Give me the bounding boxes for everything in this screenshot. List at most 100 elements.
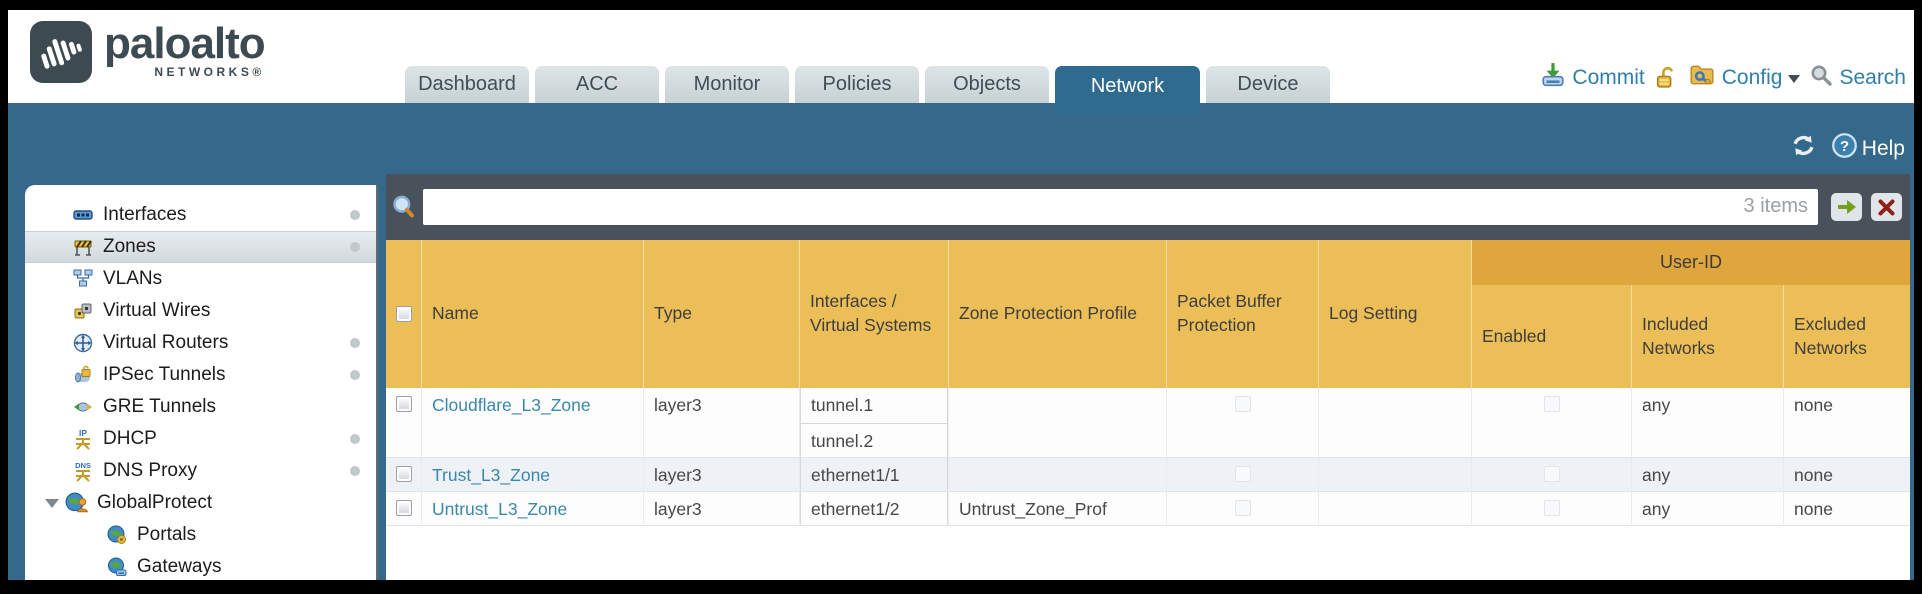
tab-monitor[interactable]: Monitor [665,66,789,103]
brand-subname: NETWORKS® [154,65,265,79]
column-header-interfaces[interactable]: Interfaces / Virtual Systems [800,240,949,388]
sidebar-item-label: IPSec Tunnels [103,364,226,385]
filter-input[interactable] [423,189,1818,225]
column-header-name[interactable]: Name [422,240,644,388]
sidebar-item-dhcp[interactable]: IP DHCP [25,423,376,455]
tab-acc[interactable]: ACC [535,66,659,103]
packet-buffer-protection-cell [1167,388,1319,457]
zone-interfaces-cell: ethernet1/2 [800,492,949,525]
zone-name-link[interactable]: Untrust_L3_Zone [432,499,568,519]
column-header-type[interactable]: Type [644,240,800,388]
sidebar-item-gateways[interactable]: Gateways [25,551,376,580]
packet-buffer-protection-cell [1167,458,1319,491]
sidebar-item-globalprotect[interactable]: GlobalProtect [25,487,376,519]
sidebar-item-label: DNS Proxy [103,460,197,481]
user-id-enabled-checkbox[interactable] [1543,396,1560,412]
sidebar-item-label: GRE Tunnels [103,396,216,417]
sidebar-item-label: Virtual Routers [103,332,229,353]
column-header-packet-buffer-protection[interactable]: Packet Buffer Protection [1167,240,1319,388]
status-dot [350,370,360,380]
expander-triangle-icon[interactable] [45,499,59,515]
gre-tunnels-icon [71,396,95,418]
dhcp-icon: IP [71,428,95,450]
config-menu[interactable]: Config [1688,62,1801,94]
sidebar-item-interfaces[interactable]: Interfaces [25,199,376,231]
included-networks-cell: any [1632,492,1784,525]
utility-links: Commit Config Search [1540,60,1906,96]
packet-buffer-checkbox[interactable] [1234,466,1251,482]
svg-text:DNS: DNS [75,461,91,470]
packet-buffer-checkbox[interactable] [1234,396,1251,412]
help-button[interactable]: ? Help [1831,132,1905,165]
search-button[interactable]: Search [1809,63,1906,93]
gateways-icon [105,556,129,578]
sidebar-item-label: Virtual Wires [103,300,211,321]
apply-filter-button[interactable] [1831,193,1862,221]
zone-type-cell: layer3 [644,458,800,491]
interface-entry: ethernet1/2 [800,492,948,525]
column-header-included-networks[interactable]: Included Networks [1632,285,1784,388]
row-select-checkbox[interactable] [395,396,412,412]
sidebar-item-portals[interactable]: Portals [25,519,376,551]
sidebar-item-zones[interactable]: Zones [25,231,376,263]
portals-icon [105,524,129,546]
commit-button[interactable]: Commit [1540,62,1645,94]
sidebar-item-label: DHCP [103,428,157,449]
sidebar-item-label: GlobalProtect [97,492,213,513]
user-id-enabled-checkbox[interactable] [1543,500,1560,516]
row-select-checkbox[interactable] [395,500,412,516]
column-header-excluded-networks[interactable]: Excluded Networks [1794,313,1867,358]
user-id-enabled-checkbox[interactable] [1543,466,1560,482]
column-header-log-setting[interactable]: Log Setting [1319,240,1472,388]
tab-device[interactable]: Device [1206,66,1330,103]
virtual-wires-icon [71,300,95,322]
zone-protection-profile-cell: Untrust_Zone_Prof [949,492,1167,525]
status-dot [350,434,360,444]
content-panel: 3 items Name Type Interfaces / Virtual S… [386,174,1910,580]
tab-objects[interactable]: Objects [925,66,1049,103]
packet-buffer-checkbox[interactable] [1234,500,1251,516]
refresh-icon[interactable] [1790,132,1817,165]
header-checkbox-cell [386,240,422,388]
status-dot [350,338,360,348]
row-select-checkbox[interactable] [395,466,412,482]
interface-entry: ethernet1/1 [800,458,948,491]
zone-name-link[interactable]: Trust_L3_Zone [432,465,551,485]
sidebar-item-virtual-wires[interactable]: Virtual Wires [25,295,376,327]
column-header-enabled[interactable]: Enabled [1472,285,1632,388]
user-id-enabled-cell [1472,388,1632,457]
user-id-enabled-cell [1472,458,1632,491]
sidebar-item-gre-tunnels[interactable]: GRE Tunnels [25,391,376,423]
zone-protection-profile-cell [949,388,1167,457]
zone-name-link[interactable]: Cloudflare_L3_Zone [432,395,591,415]
chevron-down-icon [1788,74,1801,89]
packet-buffer-protection-cell [1167,492,1319,525]
sidebar-item-label: VLANs [103,268,163,289]
excluded-networks-cell: none [1794,499,1833,519]
items-count: 3 items [1743,195,1808,217]
sidebar-item-dns-proxy[interactable]: DNS DNS Proxy [25,455,376,487]
select-all-checkbox[interactable] [395,306,412,322]
sidebar-item-ipsec-tunnels[interactable]: IPSec Tunnels [25,359,376,391]
tab-dashboard[interactable]: Dashboard [405,66,529,103]
included-networks-cell: any [1632,388,1784,457]
included-networks-cell: any [1632,458,1784,491]
virtual-routers-icon [71,332,95,354]
tab-policies[interactable]: Policies [795,66,919,103]
tab-network[interactable]: Network [1055,66,1200,114]
status-dot [350,242,360,252]
unlock-icon[interactable] [1654,65,1679,91]
globalprotect-icon [65,492,89,514]
search-icon [1809,63,1833,93]
interface-entry: tunnel.1 [800,388,948,423]
clear-filter-button[interactable] [1871,193,1902,221]
column-header-zone-protection-profile[interactable]: Zone Protection Profile [949,240,1167,388]
row-checkbox-cell [386,492,422,525]
sidebar-item-vlans[interactable]: VLANs [25,263,376,295]
sidebar-item-virtual-routers[interactable]: Virtual Routers [25,327,376,359]
